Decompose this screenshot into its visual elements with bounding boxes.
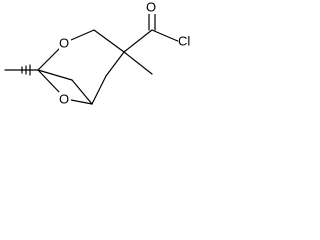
bond-carbonyl-cl (151, 29, 181, 43)
atom-o-carbonyl: O (146, 0, 156, 15)
atom-cl: Cl (178, 34, 190, 49)
o-carbonyl-bg (146, 0, 158, 14)
bond-c4-cq (105, 51, 125, 77)
bond-cq-methyl (123, 51, 153, 75)
bond-c5-c4 (91, 75, 107, 105)
bond-ch2-cq (93, 29, 125, 53)
bond-c1-o-bottom (37, 69, 61, 94)
bond-group (4, 13, 181, 105)
atom-labels: O O O Cl (59, 0, 196, 107)
bond-c1-o-top (37, 47, 61, 71)
molecule-structure-diagram: O O O Cl (4, 0, 196, 107)
bond-o-bottom-c5 (70, 99, 93, 105)
o-bottom-bg (59, 92, 71, 106)
bond-cq-carbonyl (123, 29, 153, 53)
bond-o-top-ch2 (70, 29, 95, 41)
atom-o-ring-top: O (59, 36, 69, 51)
cl-bg (178, 34, 196, 48)
o-top-bg (59, 36, 71, 50)
atom-o-ring-bottom: O (59, 92, 69, 107)
bond-c7-c5 (71, 79, 93, 105)
bond-c1-c7 (37, 69, 73, 81)
